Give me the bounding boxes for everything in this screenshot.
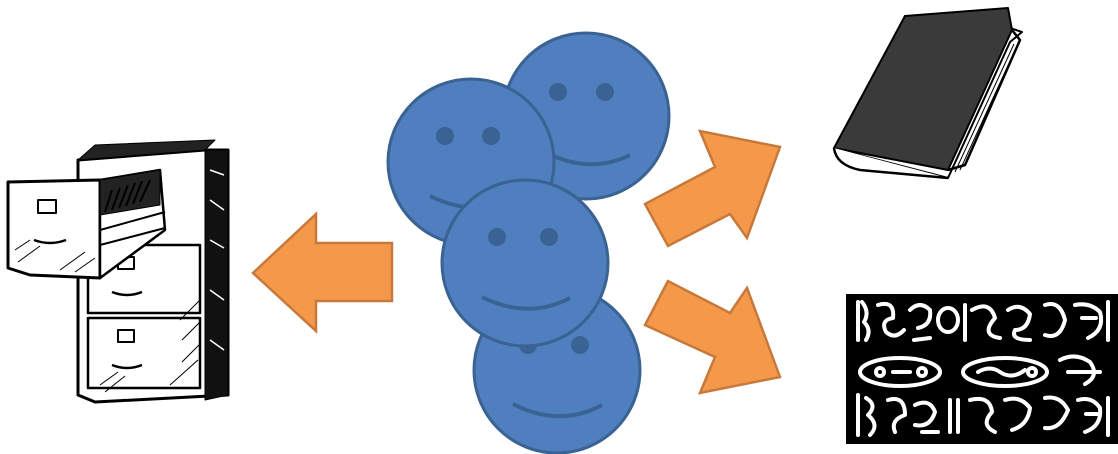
undeciphered-script-icon — [846, 294, 1118, 444]
book-icon — [832, 7, 1023, 180]
smiley-face — [440, 178, 610, 348]
arrow-down-right — [643, 279, 782, 395]
arrow-up-right — [643, 129, 782, 248]
group-smiley-faces-icon — [386, 31, 671, 454]
filing-cabinet-icon — [6, 139, 230, 404]
arrow-left — [251, 211, 394, 334]
